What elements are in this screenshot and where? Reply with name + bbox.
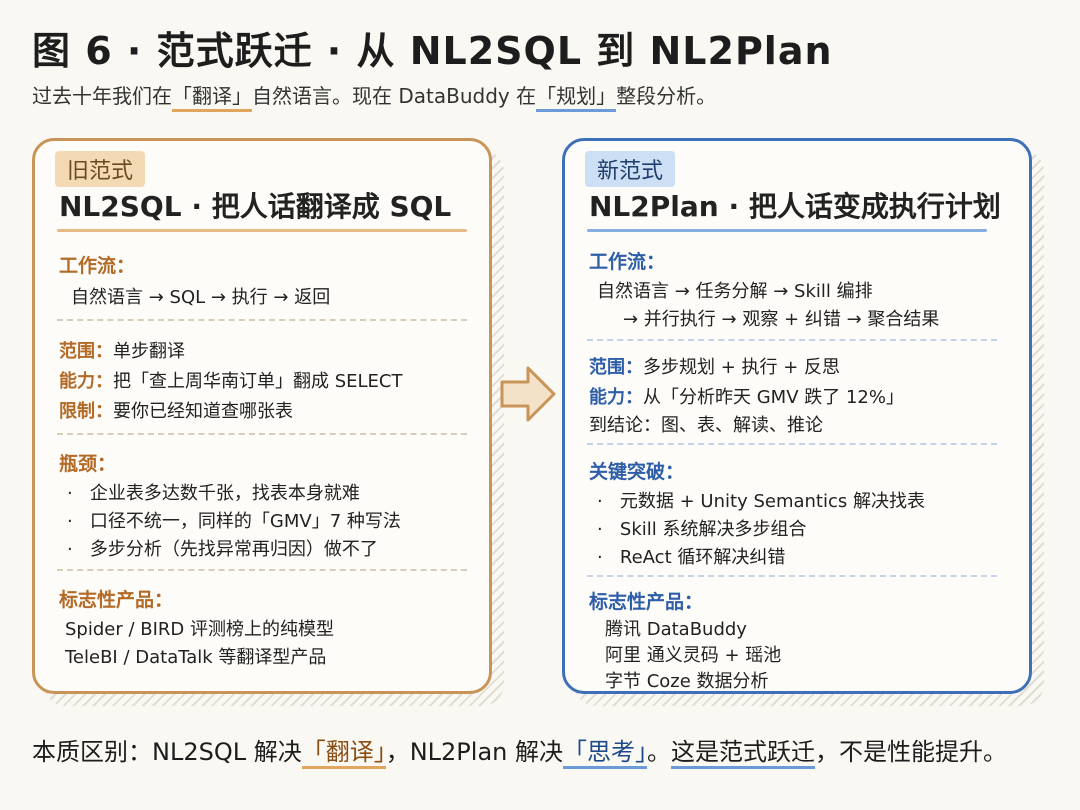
old-scope: 范围：单步翻译	[59, 337, 185, 363]
old-limit-value: 要你已经知道查哪张表	[113, 401, 293, 422]
new-workflow-line-2: → 并行执行 → 观察 + 纠错 → 聚合结果	[623, 309, 940, 330]
new-ability-continued: 到结论：图、表、解读、推论	[589, 415, 823, 436]
new-ability: 能力：从「分析昨天 GMV 跌了 12%」	[589, 383, 904, 409]
old-ability: 能力：把「查上周华南订单」翻成 SELECT	[59, 367, 402, 393]
footer-part: 。	[647, 738, 671, 766]
old-bottleneck-item: · 企业表多达数千张，找表本身就难	[67, 479, 360, 505]
subtitle-part: 整段分析。	[616, 84, 717, 108]
old-bottleneck-text: 企业表多达数千张，找表本身就难	[89, 483, 360, 504]
bullet: ·	[67, 483, 73, 504]
footer-highlight-paradigm: 这是范式跃迁	[671, 738, 815, 769]
old-bottleneck-text: 口径不统一，同样的「GMV」7 种写法	[89, 511, 401, 532]
new-breakthrough-text: ReAct 循环解决纠错	[619, 547, 786, 568]
new-ability-key: 能力：	[589, 387, 643, 408]
footer-part: 本质区别：NL2SQL 解决	[32, 738, 302, 766]
footer-highlight-translate: 「翻译」	[301, 738, 386, 769]
old-divider-3	[57, 569, 467, 571]
bullet: ·	[597, 547, 603, 568]
old-scope-key: 范围：	[59, 341, 113, 362]
old-product-item: TeleBI / DataTalk 等翻译型产品	[65, 647, 327, 668]
old-divider-2	[57, 433, 467, 435]
new-product-item: 字节 Coze 数据分析	[605, 671, 769, 692]
old-ability-key: 能力：	[59, 371, 113, 392]
old-products-label: 标志性产品：	[59, 589, 174, 611]
old-limit: 限制：要你已经知道查哪张表	[59, 397, 293, 423]
figure-subtitle: 过去十年我们在「翻译」自然语言。现在 DataBuddy 在「规划」整段分析。	[32, 80, 717, 112]
new-paradigm-title: NL2Plan · 把人话变成执行计划	[589, 190, 1001, 223]
new-breakthrough-item: · 元数据 + Unity Semantics 解决找表	[597, 487, 925, 513]
old-bottleneck-item: · 多步分析（先找异常再归因）做不了	[67, 535, 378, 561]
old-workflow-label: 工作流：	[59, 255, 136, 277]
new-title-underline	[587, 229, 987, 232]
transition-arrow-icon	[500, 366, 556, 422]
new-ability-value: 从「分析昨天 GMV 跌了 12%」	[643, 387, 904, 408]
bullet: ·	[67, 539, 73, 560]
subtitle-highlight-translate: 「翻译」	[172, 84, 252, 112]
old-product-item: Spider / BIRD 评测榜上的纯模型	[65, 619, 335, 640]
footer-highlight-think: 「思考」	[563, 738, 647, 769]
new-breakthrough-text: Skill 系统解决多步组合	[619, 519, 807, 540]
new-paradigm-tag: 新范式	[585, 151, 676, 187]
new-product-item: 腾讯 DataBuddy	[605, 619, 747, 640]
old-paradigm-tag: 旧范式	[55, 151, 146, 187]
old-limit-key: 限制：	[59, 401, 113, 422]
old-bottleneck-text: 多步分析（先找异常再归因）做不了	[89, 539, 378, 560]
new-breakthrough-text: 元数据 + Unity Semantics 解决找表	[619, 491, 925, 512]
figure-title: 图 6 · 范式跃迁 · 从 NL2SQL 到 NL2Plan	[32, 29, 833, 73]
new-products-label: 标志性产品：	[589, 591, 704, 613]
old-divider-1	[57, 319, 467, 321]
old-workflow: 自然语言 → SQL → 执行 → 返回	[71, 287, 331, 308]
new-scope-value: 多步规划 + 执行 + 反思	[643, 357, 841, 378]
bullet: ·	[597, 491, 603, 512]
footer-summary: 本质区别：NL2SQL 解决「翻译」，NL2Plan 解决「思考」。这是范式跃迁…	[32, 732, 1007, 769]
bullet: ·	[67, 511, 73, 532]
old-bottleneck-label: 瓶颈：	[59, 453, 117, 475]
new-scope: 范围：多步规划 + 执行 + 反思	[589, 353, 840, 379]
old-paradigm-title: NL2SQL · 把人话翻译成 SQL	[59, 190, 452, 223]
new-workflow-label: 工作流：	[589, 251, 666, 273]
old-paradigm-panel: 旧范式 NL2SQL · 把人话翻译成 SQL 工作流： 自然语言 → SQL …	[32, 138, 492, 694]
old-ability-value: 把「查上周华南订单」翻成 SELECT	[113, 371, 403, 392]
old-title-underline	[57, 229, 467, 232]
subtitle-part: 过去十年我们在	[32, 84, 172, 108]
new-divider-1	[587, 339, 997, 341]
old-scope-value: 单步翻译	[113, 341, 185, 362]
new-divider-3	[587, 575, 997, 577]
bullet: ·	[597, 519, 603, 540]
new-breakthrough-item: · ReAct 循环解决纠错	[597, 543, 785, 569]
subtitle-part: 自然语言。现在 DataBuddy 在	[252, 84, 537, 108]
footer-part: ，不是性能提升。	[815, 738, 1007, 766]
new-scope-key: 范围：	[589, 357, 643, 378]
new-workflow-line-1: 自然语言 → 任务分解 → Skill 编排	[597, 281, 873, 302]
footer-part: ，NL2Plan 解决	[385, 738, 563, 766]
old-bottleneck-item: · 口径不统一，同样的「GMV」7 种写法	[67, 507, 401, 533]
new-breakthrough-label: 关键突破：	[589, 461, 685, 483]
new-breakthrough-item: · Skill 系统解决多步组合	[597, 515, 806, 541]
new-paradigm-panel: 新范式 NL2Plan · 把人话变成执行计划 工作流： 自然语言 → 任务分解…	[562, 138, 1032, 694]
new-product-item: 阿里 通义灵码 + 瑶池	[605, 645, 782, 666]
new-divider-2	[587, 443, 997, 445]
subtitle-highlight-plan: 「规划」	[536, 84, 617, 112]
